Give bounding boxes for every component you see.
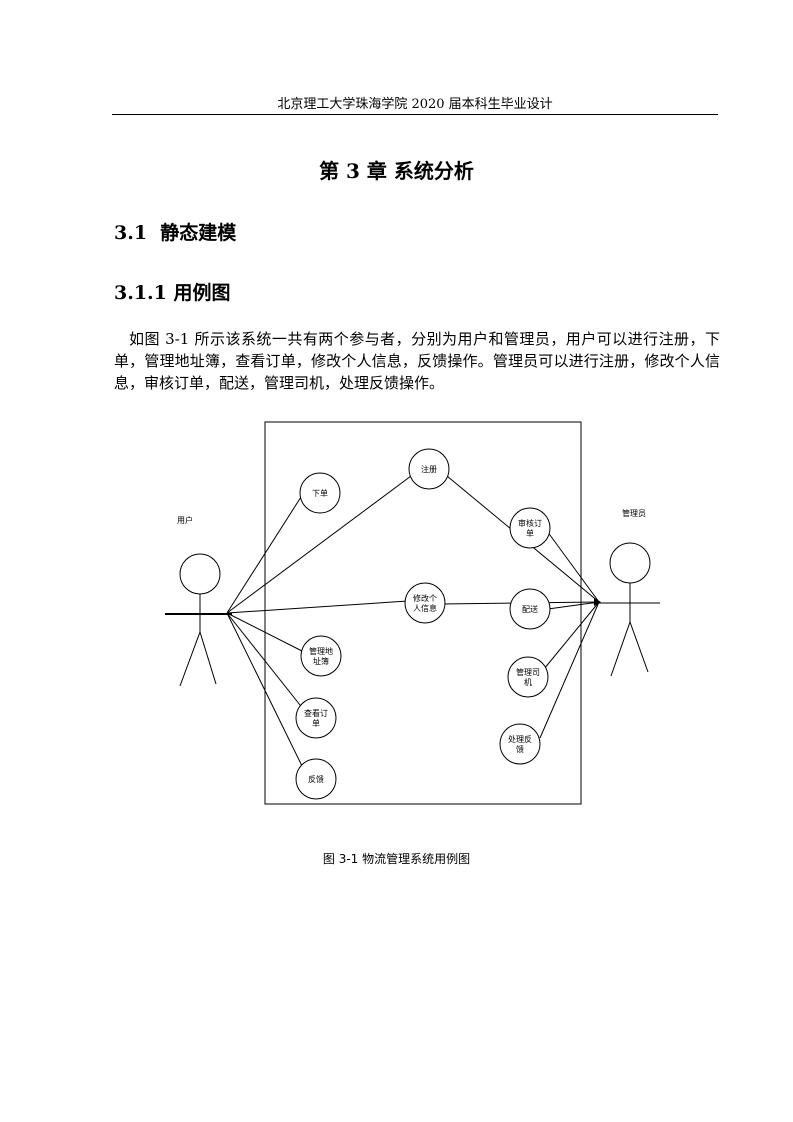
figure-caption: 图 3-1 物流管理系统用例图 [322,852,471,866]
subsection-number: 3.1.1 [114,282,167,304]
svg-text:配送: 配送 [522,604,538,614]
section-number: 3.1 [114,222,148,244]
svg-text:单: 单 [312,718,320,728]
user-associations [226,475,412,769]
section-heading: 3.1 静态建模 [114,218,236,245]
subsection-title: 用例图 [173,282,231,304]
svg-text:注册: 注册 [421,464,437,474]
use-case-view-order: 查看订 单 [295,697,337,739]
svg-text:管理司: 管理司 [516,667,540,677]
page-header: 北京理工大学珠海学院 2020 届本科生毕业设计 [277,97,553,112]
svg-text:审核订: 审核订 [518,518,542,528]
svg-text:单: 单 [526,528,534,538]
body-paragraph: 如图 3-1 所示该系统一共有两个参与者，分别为用户和管理员，用户可以进行注册，… [114,330,720,392]
header-rule [112,114,718,115]
arrow-head [594,598,601,606]
svg-text:管理地: 管理地 [309,646,333,656]
actor-user [165,553,232,687]
svg-text:反馈: 反馈 [308,774,324,784]
chapter-title: 第 3 章 系统分析 [319,159,474,183]
svg-text:处理反: 处理反 [508,734,532,744]
use-case-register: 注册 [408,448,450,490]
use-case-manage-driver: 管理司 机 [507,656,549,698]
svg-text:机: 机 [524,677,532,687]
use-case-order: 下单 [299,472,341,514]
svg-text:修改个: 修改个 [413,593,437,603]
actor-admin [592,542,660,677]
section-title: 静态建模 [160,222,237,244]
svg-text:馈: 馈 [516,744,524,754]
use-case-feedback: 反馈 [295,758,337,800]
use-case-handle-feedback: 处理反 馈 [499,723,541,765]
use-case-address-book: 管理地 址簿 [300,635,342,677]
actor-label-admin: 管理员 [622,508,646,518]
actor-label-user: 用户 [177,515,193,525]
svg-text:址簿: 址簿 [313,656,329,666]
svg-text:查看订: 查看订 [304,708,328,718]
svg-text:人信息: 人信息 [413,603,437,613]
use-case-review-order: 审核订 单 [509,507,551,549]
system-boundary [264,421,582,805]
svg-text:下单: 下单 [312,488,328,498]
use-case-edit-info: 修改个 人信息 [404,582,446,624]
use-case-delivery: 配送 [509,588,551,630]
use-case-diagram: 用户 管理员 注册 下单 [165,421,660,805]
subsection-heading: 3.1.1 用例图 [114,278,231,305]
